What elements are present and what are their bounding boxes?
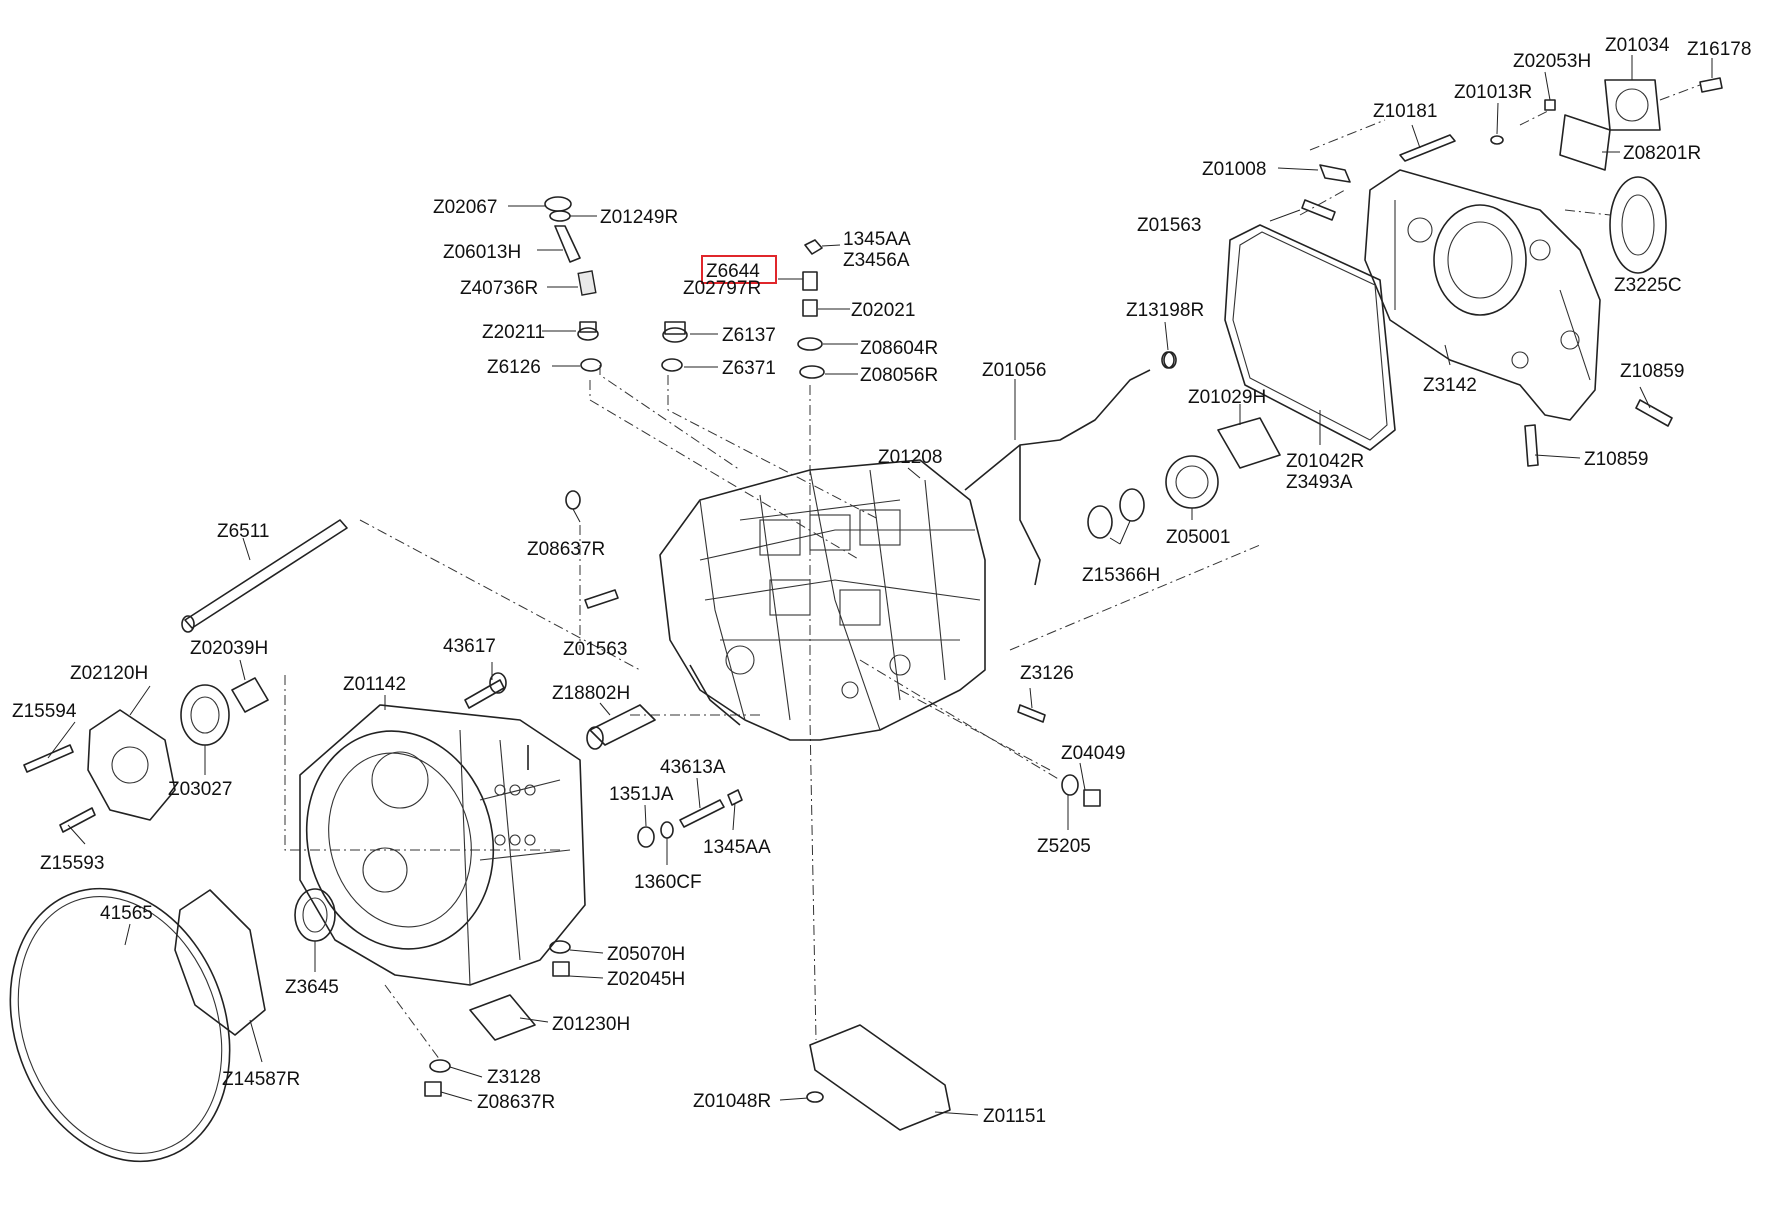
label-z08637r-low: Z08637R [477,1092,555,1113]
label-z10859-b: Z10859 [1584,449,1648,470]
label-z3645: Z3645 [285,977,339,998]
label-z02045h: Z02045H [607,969,685,990]
label-1360cf: 1360CF [634,872,702,893]
label-z15594: Z15594 [12,701,77,722]
label-z08637r-mid: Z08637R [527,539,605,560]
leader-lines [47,55,1713,1116]
label-z15593: Z15593 [40,853,104,874]
label-z6644-highlighted: Z6644 [706,261,760,282]
label-z5205: Z5205 [1037,836,1091,857]
label-z13198r: Z13198R [1126,300,1204,321]
label-z3225c: Z3225C [1614,275,1682,296]
label-z01151: Z01151 [983,1106,1046,1127]
label-z3493a: Z3493A [1286,472,1353,493]
label-z01013r: Z01013R [1454,82,1532,103]
label-z3128: Z3128 [487,1067,541,1088]
label-z3126: Z3126 [1020,663,1074,684]
label-z01563-mid: Z01563 [563,639,627,660]
label-43617: 43617 [443,636,496,657]
part-labels: Z02067 Z01249R Z06013H Z40736R Z20211 Z6… [12,35,1751,1127]
label-z01249r: Z01249R [600,207,678,228]
highlight-box [701,255,777,284]
label-z40736r: Z40736R [460,278,538,299]
label-z01208: Z01208 [878,447,942,468]
label-1351ja: 1351JA [609,784,674,805]
label-z18802h: Z18802H [552,683,630,704]
label-z08604r: Z08604R [860,338,938,359]
label-z3456a: Z3456A [843,250,910,271]
label-z01230h: Z01230H [552,1014,630,1035]
label-43613a: 43613A [660,757,726,778]
label-z08201r: Z08201R [1623,143,1701,164]
label-z01048r: Z01048R [693,1091,771,1112]
label-z10859-a: Z10859 [1620,361,1684,382]
label-z02120h: Z02120H [70,663,148,684]
rear-cover-housing [1364,169,1601,421]
label-z16178: Z16178 [1687,39,1751,60]
bell-housing [299,704,586,986]
gasket-rear [1224,224,1396,451]
label-z01056: Z01056 [982,360,1046,381]
label-z02039h: Z02039H [190,638,268,659]
label-z05070h: Z05070H [607,944,685,965]
label-z01034: Z01034 [1605,35,1670,56]
label-z05001: Z05001 [1166,527,1230,548]
label-z6137: Z6137 [722,325,776,346]
label-1345aa-top: 1345AA [843,229,911,250]
assembly-guide-lines [284,84,1701,1061]
label-z02053h: Z02053H [1513,51,1591,72]
label-z08056r: Z08056R [860,365,938,386]
label-z06013h: Z06013H [443,242,521,263]
gearbox-housing-main [659,459,986,741]
label-z14587r: Z14587R [222,1069,300,1090]
label-z01029h: Z01029H [1188,387,1266,408]
label-z02797r: Z02797R [683,278,761,299]
label-z10181: Z10181 [1373,101,1437,122]
label-41565: 41565 [100,903,153,924]
label-z04049: Z04049 [1061,743,1125,764]
label-z6126: Z6126 [487,357,541,378]
label-z01563-top: Z01563 [1137,215,1201,236]
label-z3142: Z3142 [1423,375,1477,396]
label-z02021: Z02021 [851,300,915,321]
label-z6371: Z6371 [722,358,776,379]
label-z03027: Z03027 [168,779,232,800]
label-z6511: Z6511 [217,521,269,542]
label-z20211: Z20211 [482,322,545,343]
label-z01008: Z01008 [1202,159,1266,180]
label-z01042r: Z01042R [1286,451,1364,472]
label-z01142: Z01142 [343,674,406,695]
small-parts [9,77,1723,1163]
label-z02067: Z02067 [433,197,497,218]
label-z15366h: Z15366H [1082,565,1160,586]
label-1345aa-low: 1345AA [703,837,771,858]
